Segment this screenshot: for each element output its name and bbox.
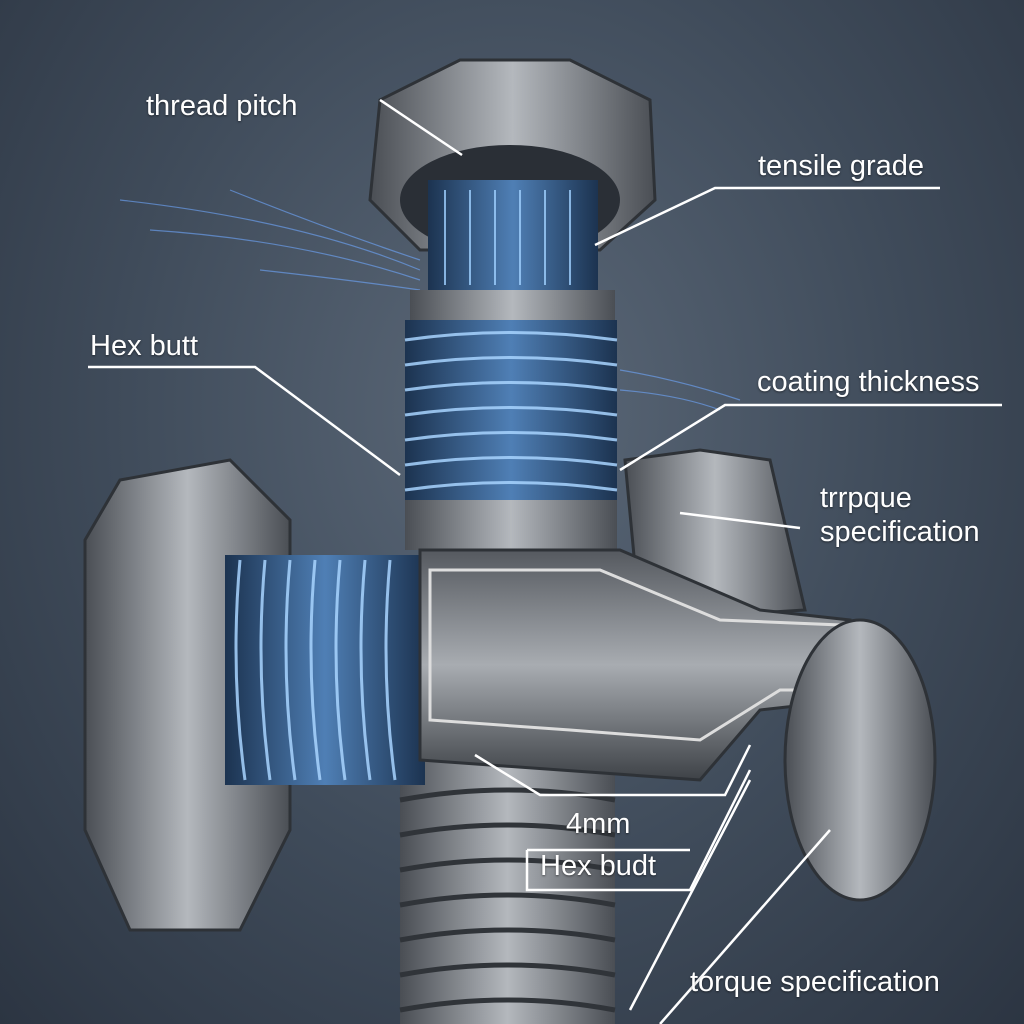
label-torque-specification: torque specification: [690, 966, 940, 998]
label-trrpque-line1: trrpque: [820, 482, 912, 514]
label-size: 4mm: [566, 808, 631, 840]
energy-streaks: [119, 189, 741, 411]
leader-lines: [88, 98, 1002, 1024]
label-hex-budt: Hex budt: [540, 850, 657, 882]
right-flange: [783, 618, 937, 902]
label-coating-thickness: coating thickness: [757, 366, 980, 398]
label-thread-pitch: thread pitch: [146, 90, 298, 122]
label-trrpque-line2: specification: [820, 516, 980, 548]
label-tensile-grade: tensile grade: [758, 150, 925, 182]
label-hex-butt: Hex butt: [90, 330, 198, 362]
